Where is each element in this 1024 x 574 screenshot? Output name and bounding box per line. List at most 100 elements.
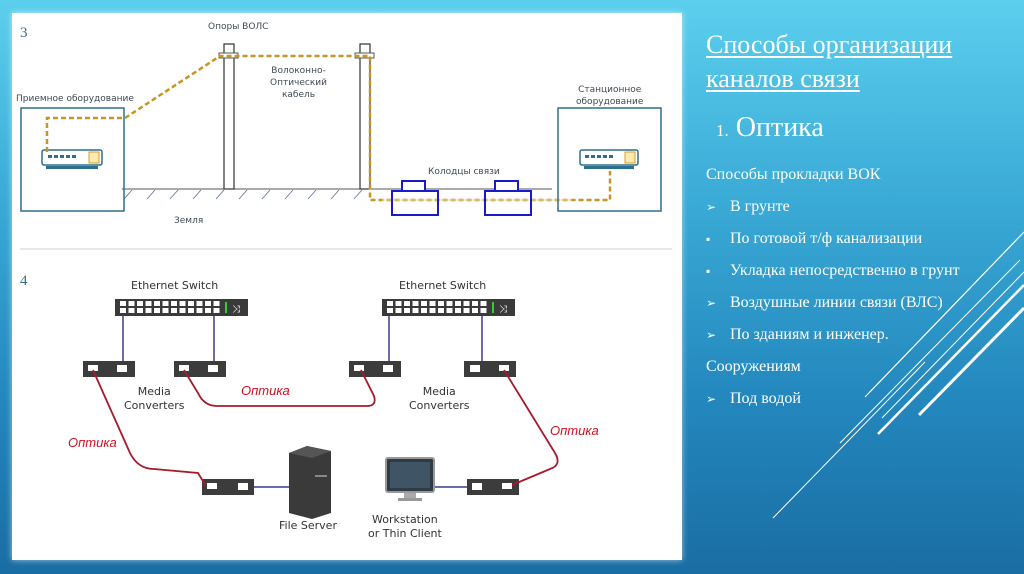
ground-hatching	[123, 189, 363, 200]
switch-port	[395, 308, 402, 313]
list-item-text: Укладка непосредственно в грунт	[730, 262, 960, 279]
list-item-text: По зданиям и инженер.	[730, 326, 889, 343]
cable-label-line-1: Волоконно-	[271, 66, 326, 76]
cable-label: Волоконно- Оптический кабель	[270, 65, 327, 101]
square-bullet-icon: ▪	[706, 264, 711, 278]
list-item: ➢ По зданиям и инженер.	[706, 324, 960, 356]
list-item: Способы прокладки ВОК	[706, 164, 960, 196]
switch-port	[128, 301, 135, 306]
list-item: ➢Воздушные линии связи (ВЛС)	[706, 292, 960, 324]
fiber-links	[92, 369, 559, 487]
status-led	[225, 302, 227, 313]
receiver-equipment-label: Приемное оборудование	[16, 94, 134, 104]
switch-port	[395, 301, 402, 306]
switch-port	[145, 308, 152, 313]
switch-port	[480, 308, 487, 313]
optics-label-2: Оптика	[68, 435, 117, 450]
switch-port	[145, 301, 152, 306]
status-led	[492, 302, 494, 313]
subtitle-text: Оптика	[735, 112, 824, 143]
converter-ports	[88, 365, 512, 490]
ethernet-switch-2-label: Ethernet Switch	[399, 279, 487, 292]
switch-port	[196, 308, 203, 313]
station-equipment-label: Станционное оборудование	[576, 84, 643, 108]
fiber-link-3	[503, 369, 559, 486]
list-item-text: Способы прокладки ВОК	[706, 166, 881, 183]
switch-port	[463, 301, 470, 306]
switch-port	[421, 308, 427, 313]
copper-links	[122, 316, 483, 488]
list-item-text: В грунте	[730, 198, 790, 215]
cable-label-line-2: Оптический	[270, 78, 327, 88]
arrow-bullet-icon: ➢	[706, 328, 717, 342]
switch-port	[455, 301, 461, 306]
switch-port	[188, 301, 194, 306]
workstation-label: Workstation or Thin Client	[368, 513, 442, 541]
switch-port	[196, 301, 203, 306]
receiver-equipment-box	[20, 107, 125, 212]
cable-label-line-3: кабель	[281, 90, 316, 100]
converters-line-2: Converters	[409, 399, 470, 412]
list-item: Сооружениям	[706, 356, 960, 388]
station-label-line-1: Станционное	[578, 85, 642, 95]
arrow-bullet-icon: ➢	[706, 200, 717, 214]
diagrams-canvas: ⤨ ⤨	[20, 43, 672, 519]
square-bullet-icon: ▪	[706, 232, 711, 246]
switch-port	[213, 308, 220, 313]
switch-port	[446, 301, 453, 306]
fiber-optic-cable-line	[45, 54, 612, 202]
switch-port	[154, 308, 160, 313]
switch-port	[472, 301, 478, 306]
media-converters-label-2: Media Converters	[409, 385, 470, 413]
slide-text: Способы организации каналов связи 1. Опт…	[706, 0, 1024, 574]
arrow-bullet-icon: ➢	[706, 392, 717, 406]
pole-1	[223, 43, 235, 190]
switch-port	[412, 301, 419, 306]
diagonal-stripes	[772, 231, 1024, 519]
switch-port	[455, 308, 461, 313]
switch-port	[120, 301, 126, 306]
well-2	[484, 190, 532, 216]
optics-label-3: Оптика	[550, 423, 599, 438]
switch-port	[162, 301, 169, 306]
well-1	[391, 190, 439, 216]
list-item-text: Сооружениям	[706, 358, 801, 375]
workstation-line-2: or Thin Client	[368, 527, 442, 540]
ground-label: Земля	[174, 216, 204, 226]
switch-port	[205, 301, 211, 306]
list-item: ➢Под водой	[706, 388, 960, 420]
media-converters-label-1: Media Converters	[124, 385, 185, 413]
switch-port	[404, 301, 410, 306]
switch-port	[162, 308, 169, 313]
list-item: ➢ В грунте	[706, 196, 960, 228]
list-item: ▪ По готовой т/ф канализации	[706, 228, 960, 260]
switch-port	[179, 301, 186, 306]
switch-port	[205, 308, 211, 313]
switch-port	[188, 308, 194, 313]
switch-port	[429, 301, 436, 306]
slide-title: Способы организации каналов связи	[706, 28, 952, 96]
switch-port	[171, 301, 177, 306]
ethernet-switch-1-icon: ⤨	[115, 299, 248, 316]
switch-port	[404, 308, 410, 313]
switch-port	[213, 301, 220, 306]
switch-port	[438, 301, 444, 306]
bullet-list: Способы прокладки ВОК ➢ В грунте ▪ По гото…	[706, 164, 960, 420]
switch-port	[179, 308, 186, 313]
wells-label: Колодцы связи	[428, 167, 500, 177]
converters-line-1: Media	[137, 385, 171, 398]
title-line-1: Способы организации	[706, 30, 953, 59]
switch-port	[412, 308, 419, 313]
switch-port	[480, 301, 487, 306]
switch-port	[128, 308, 135, 313]
communication-wells	[391, 180, 532, 216]
shuffle-icon: ⤨	[232, 304, 240, 315]
ethernet-switch-1-label: Ethernet Switch	[131, 279, 219, 292]
slide-subtitle: 1. Оптика	[716, 112, 824, 144]
switch-port	[463, 308, 470, 313]
switch-port	[137, 308, 143, 313]
title-line-2: каналов связи	[706, 64, 860, 93]
list-item-text: По готовой т/ф канализации	[730, 230, 923, 247]
converters-line-1: Media	[422, 385, 456, 398]
